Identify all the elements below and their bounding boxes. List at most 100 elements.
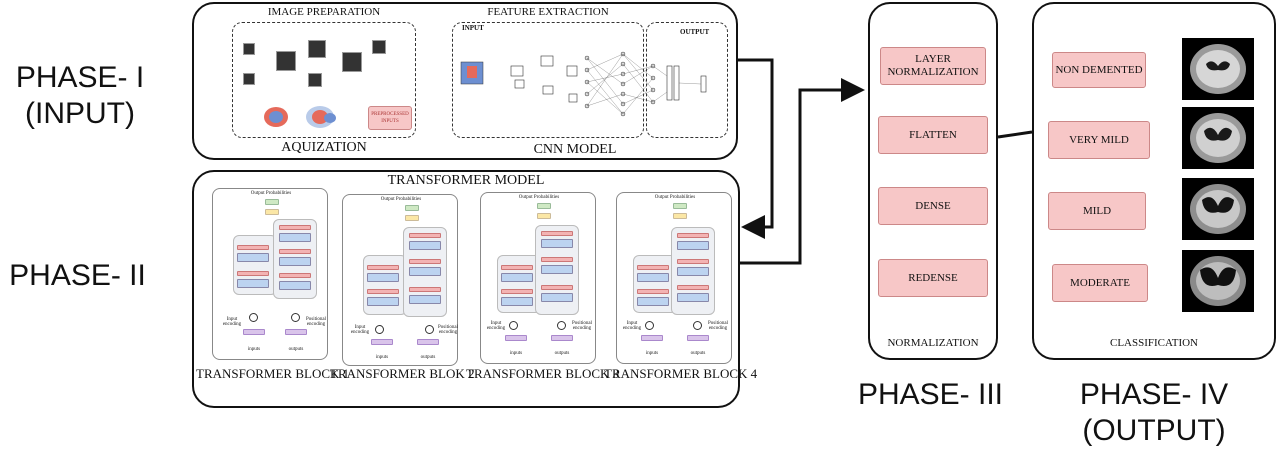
inputs-label: inputs — [509, 351, 523, 356]
phase-3-label: PHASE- III — [857, 378, 1004, 411]
multi-head-attention-box — [237, 279, 269, 288]
add-norm-box — [501, 265, 533, 270]
mri-thumbnail — [243, 73, 255, 85]
encoder-stack — [363, 255, 407, 315]
linear-box — [265, 209, 279, 215]
transformer-model-title: TRANSFORMER MODEL — [387, 173, 545, 188]
output-probabilities-label: Output Probabilities — [654, 195, 696, 200]
linear-box — [537, 213, 551, 219]
mri-thumbnail — [342, 52, 362, 72]
feed-forward-box — [279, 233, 311, 242]
softmax-box — [673, 203, 687, 209]
transformer-block-3: Output Probabilities Input encoding Posi… — [480, 192, 596, 364]
classification-caption: CLASSIFICATION — [1109, 337, 1198, 349]
feed-forward-box — [501, 273, 533, 282]
add-norm-box — [279, 249, 311, 254]
cnn-model-caption: CNN MODEL — [533, 142, 617, 157]
positional-encoding-label: Positional encoding — [437, 325, 458, 335]
image-preparation-title: IMAGE PREPARATION — [267, 6, 381, 18]
input-label: INPUT — [462, 24, 484, 32]
add-norm-box — [637, 265, 669, 270]
mri-image-moderate — [1182, 250, 1254, 312]
output-label: OUTPUT — [680, 28, 710, 36]
multi-head-attention-box — [409, 267, 441, 276]
transformer-block-3-caption: TRANSFORMER BLOCK 3 — [466, 366, 620, 381]
positional-encoding-label: Positional encoding — [305, 317, 326, 327]
positional-encoding-circle — [557, 321, 566, 330]
add-norm-box — [637, 289, 669, 294]
input-encoding-label: Input encoding — [350, 325, 370, 335]
multi-head-attention-box — [677, 267, 709, 276]
feed-forward-box — [541, 239, 573, 248]
positional-encoding-circle — [425, 325, 434, 334]
feed-forward-box — [677, 241, 709, 250]
preprocessed-inputs-box: PREPROCESSED INPUTS — [368, 106, 412, 130]
feed-forward-box — [237, 253, 269, 262]
output-embedding-box — [551, 335, 573, 341]
input-embedding-box — [505, 335, 527, 341]
outputs-label: outputs — [288, 347, 304, 352]
multi-head-attention-box — [279, 257, 311, 266]
multi-head-attention-box — [541, 265, 573, 274]
positional-encoding-circle — [375, 325, 384, 334]
class-moderate: MODERATE — [1052, 264, 1148, 302]
multi-head-attention-box — [501, 297, 533, 306]
input-encoding-label: Input encoding — [222, 317, 242, 327]
mri-thumbnail — [308, 40, 326, 58]
add-norm-box — [677, 259, 709, 264]
outputs-label: outputs — [554, 351, 570, 356]
positional-encoding-circle — [693, 321, 702, 330]
add-norm-box — [541, 285, 573, 290]
image-preparation-box — [232, 22, 416, 138]
add-norm-box — [367, 265, 399, 270]
add-norm-box — [237, 245, 269, 250]
add-norm-box — [409, 287, 441, 292]
output-embedding-box — [687, 335, 709, 341]
feature-extraction-title: FEATURE EXTRACTION — [487, 6, 609, 18]
output-probabilities-label: Output Probabilities — [380, 197, 422, 202]
feed-forward-box — [637, 273, 669, 282]
layer-normalization-box: LAYER NORMALIZATION — [880, 47, 986, 85]
feed-forward-box — [367, 273, 399, 282]
add-norm-box — [677, 285, 709, 290]
masked-attention-box — [409, 295, 441, 304]
mri-thumbnail — [243, 43, 255, 55]
add-norm-box — [367, 289, 399, 294]
mri-image-very-mild — [1182, 107, 1254, 169]
class-non-demented: NON DEMENTED — [1052, 52, 1146, 88]
transformer-block-2-caption: TRANSFORMER BLOK 2 — [330, 366, 475, 381]
positional-encoding-circle — [645, 321, 654, 330]
phase-4-label: PHASE- IV (OUTPUT) — [1079, 378, 1229, 447]
output-probabilities-label: Output Probabilities — [518, 195, 560, 200]
input-encoding-label: Input encoding — [486, 321, 506, 331]
add-norm-box — [237, 271, 269, 276]
mri-image-mild — [1182, 178, 1254, 240]
mri-thumbnail — [372, 40, 386, 54]
output-embedding-box — [417, 339, 439, 345]
aquization-caption: AQUIZATION — [281, 140, 367, 155]
multi-head-attention-box — [637, 297, 669, 306]
output-embedding-box — [285, 329, 307, 335]
class-very-mild: VERY MILD — [1048, 121, 1150, 159]
redense-box: REDENSE — [878, 259, 988, 297]
add-norm-box — [279, 273, 311, 278]
phase-2-label: PHASE- II — [9, 259, 146, 292]
cnn-architecture-illustration — [460, 51, 707, 117]
output-probabilities-label: Output Probabilities — [250, 191, 292, 196]
add-norm-box — [279, 225, 311, 230]
outputs-label: outputs — [690, 351, 706, 356]
input-encoding-label: Input encoding — [622, 321, 642, 331]
feed-forward-box — [409, 241, 441, 250]
transformer-block-1: Output Probabilities Input encoding Posi… — [212, 188, 328, 360]
add-norm-box — [501, 289, 533, 294]
inputs-label: inputs — [645, 351, 659, 356]
class-mild: MILD — [1048, 192, 1146, 230]
linear-box — [673, 213, 687, 219]
phase-1-label: PHASE- I (INPUT) — [15, 61, 145, 130]
positional-encoding-label: Positional encoding — [571, 321, 592, 331]
input-embedding-box — [243, 329, 265, 335]
add-norm-box — [541, 231, 573, 236]
transformer-block-4: Output Probabilities Input encoding Posi… — [616, 192, 732, 364]
add-norm-box — [409, 259, 441, 264]
masked-attention-box — [541, 293, 573, 302]
